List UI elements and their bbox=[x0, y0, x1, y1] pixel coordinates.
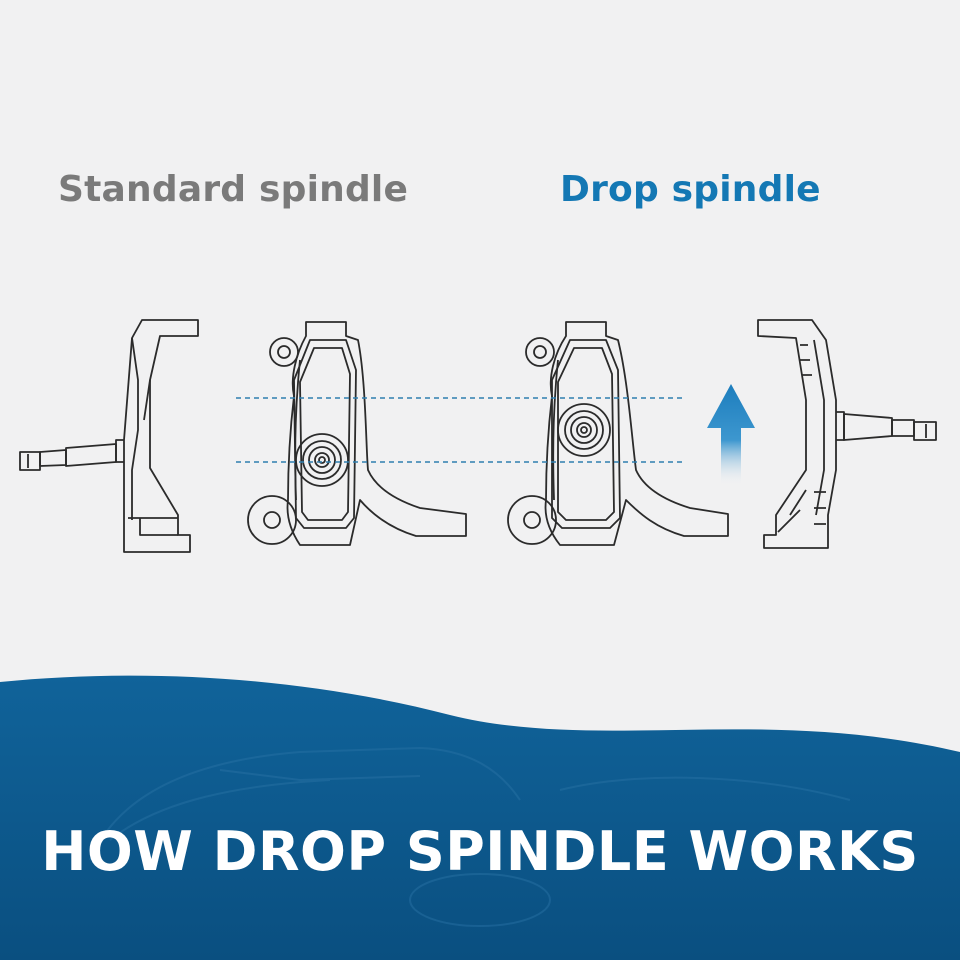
standard-spindle-side-view bbox=[19, 319, 199, 553]
drop-spindle-front-view bbox=[507, 321, 729, 546]
footer-title: HOW DROP SPINDLE WORKS bbox=[41, 820, 919, 883]
drop-spindle-label: Drop spindle bbox=[560, 169, 821, 210]
drop-spindle-side-view bbox=[757, 319, 937, 549]
standard-spindle-label: Standard spindle bbox=[58, 169, 409, 210]
up-arrow-icon bbox=[707, 384, 755, 486]
footer-wave bbox=[0, 675, 960, 960]
car-silhouette bbox=[89, 746, 851, 927]
standard-spindle-front-view bbox=[247, 321, 467, 546]
axle-height-guides bbox=[236, 397, 682, 463]
